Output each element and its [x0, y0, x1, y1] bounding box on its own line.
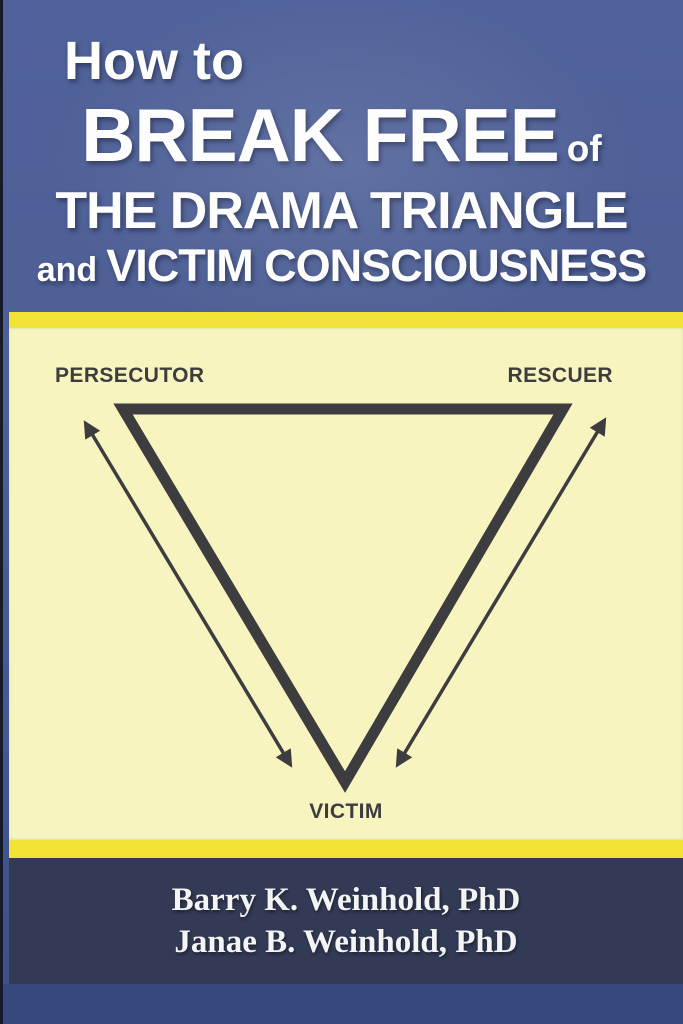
- title-and-word: and: [36, 251, 98, 289]
- label-victim: VICTIM: [309, 800, 383, 823]
- title-of-word: of: [566, 128, 602, 169]
- label-rescuer: RESCUER: [507, 364, 613, 387]
- label-persecutor: PERSECUTOR: [55, 364, 205, 387]
- bottom-blue-strip: [0, 984, 683, 1024]
- title-line3: VICTIM CONSCIOUSNESS: [106, 240, 647, 291]
- arrow-victim-persecutor: [83, 420, 293, 768]
- title-prefix: How to: [64, 31, 244, 91]
- drama-triangle-diagram: [83, 403, 607, 793]
- diagram-panel: PERSECUTOR RESCUER VICTIM: [9, 312, 683, 858]
- title-main: BREAK FREE: [81, 93, 560, 177]
- author-1: Barry K. Weinhold, PhD: [171, 881, 521, 918]
- yellow-stripe-bottom: [9, 840, 683, 858]
- yellow-stripe-top: [9, 312, 683, 327]
- authors-band: Barry K. Weinhold, PhD Janae B. Weinhold…: [9, 858, 683, 984]
- arrow-victim-rescuer: [395, 417, 607, 768]
- author-2: Janae B. Weinhold, PhD: [174, 923, 518, 960]
- title-line2: THE DRAMA TRIANGLE: [55, 182, 628, 240]
